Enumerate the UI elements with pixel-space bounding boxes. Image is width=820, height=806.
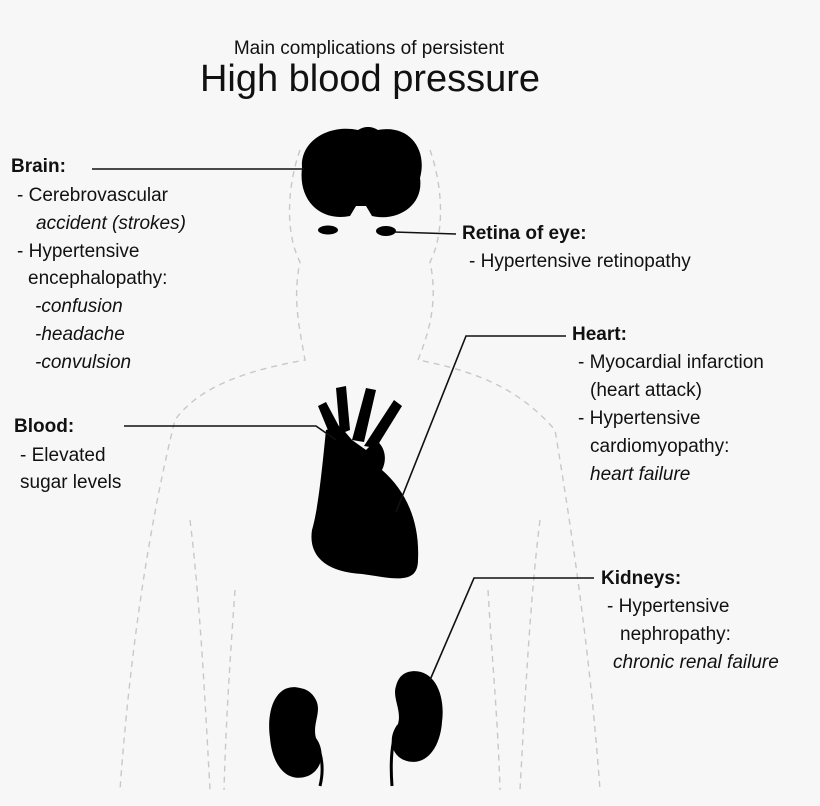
brain-label-line: -confusion [35,296,123,317]
heart-label-line: cardiomyopathy: [590,436,730,457]
blood-leader-line [124,425,337,441]
brain-organ [301,127,422,218]
heart-leader-line [395,335,566,513]
heart-label-line: heart failure [590,464,691,485]
blood-label-line: - Elevated [20,445,106,466]
title-main: High blood pressure [199,58,541,100]
heart-label-line: (heart attack) [590,380,702,401]
kidneys-label-line: nephropathy: [620,624,731,645]
heart-organ [311,386,419,579]
title-subtitle: Main complications of persistent [233,38,505,59]
blood-label-header: Blood: [14,416,75,437]
heart-label-line: - Hypertensive [578,408,701,429]
kidneys-label-header: Kidneys: [601,568,682,589]
retina-label-header: Retina of eye: [462,223,587,244]
left-eye-organ [318,225,338,235]
brain-label-line: -headache [35,324,125,345]
leader-lines [92,168,594,681]
blood-label-line: sugar levels [20,472,122,493]
left-kidney-organ [269,687,324,787]
retina-leader-line [393,231,457,235]
kidneys-label-line: - Hypertensive [607,596,730,617]
retina-label-line: - Hypertensive retinopathy [469,251,691,272]
brain-label-line: -convulsion [35,352,132,373]
brain-label-line: encephalopathy: [28,268,168,289]
right-eye-organ [376,226,396,236]
brain-label-line: - Cerebrovascular [17,185,168,206]
kidney-leader-line [429,577,594,681]
brain-label-line: accident (strokes) [36,213,186,234]
kidneys-label-line: chronic renal failure [613,652,779,673]
right-kidney-organ [389,671,443,787]
heart-label-line: - Myocardial infarction [578,352,764,373]
body-silhouette [119,149,601,791]
brain-label-header: Brain: [11,156,66,177]
brain-label-line: - Hypertensive [17,241,140,262]
heart-label-header: Heart: [572,324,627,345]
